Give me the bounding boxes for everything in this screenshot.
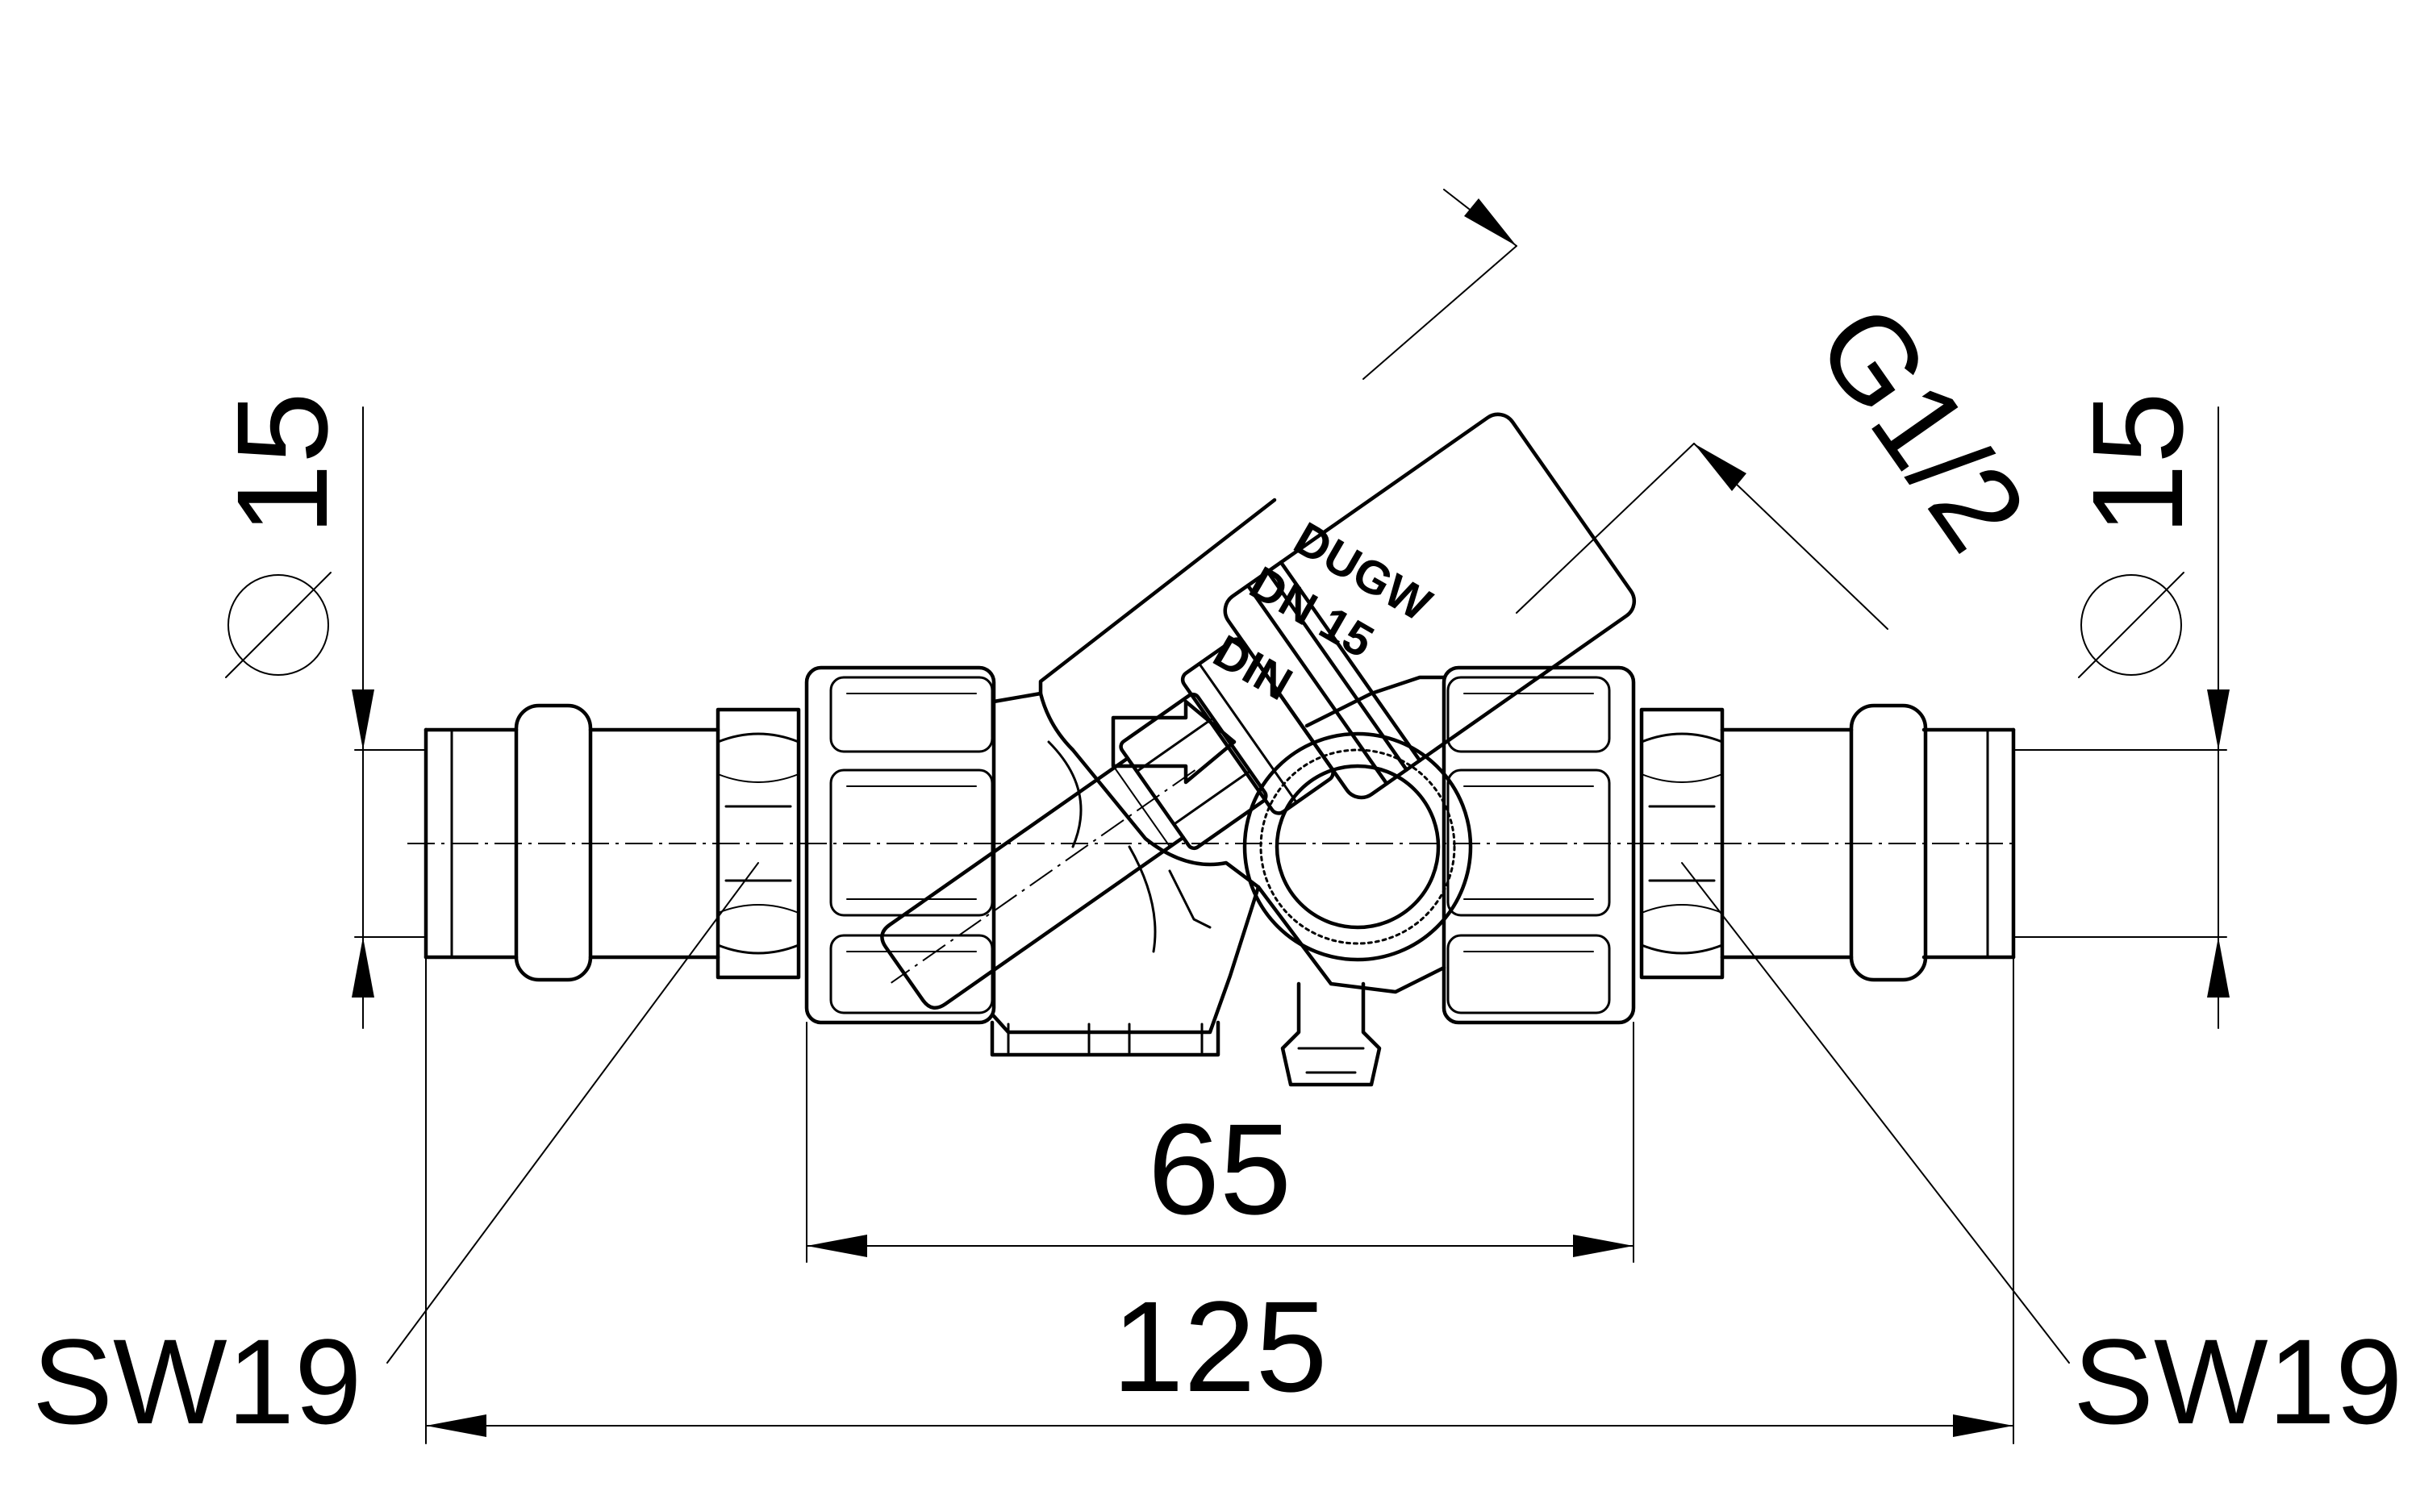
inspection-port — [1242, 731, 1473, 962]
left-diameter-label: 15 — [210, 392, 354, 535]
right-hex-nut — [1639, 707, 1725, 980]
valve-body — [990, 498, 1446, 1087]
dimension-125 — [425, 956, 2014, 1444]
thread-label: G1/2 — [1792, 281, 2053, 574]
dimension-65-label: 65 — [1148, 1097, 1291, 1241]
dimension-65 — [806, 1022, 1634, 1263]
flow-arrow — [1111, 699, 1237, 785]
left-wrench-leader — [386, 862, 759, 1364]
thread-dimension-g1-2 — [1362, 189, 1888, 630]
left-hex-nut — [716, 707, 801, 980]
right-diameter-dimension — [2013, 406, 2230, 1029]
left-press-fitting — [424, 703, 720, 982]
right-union-nut — [1442, 665, 1636, 1025]
right-wrench-label: SW19 — [2073, 1314, 2402, 1449]
left-union-nut — [804, 665, 996, 1025]
left-diameter-dimension — [225, 406, 427, 1029]
right-wrench-leader — [1681, 862, 2070, 1364]
right-diameter-label: 15 — [2065, 392, 2209, 535]
dimension-125-label: 125 — [1112, 1274, 1328, 1418]
valve-bonnet — [1180, 412, 1637, 815]
right-press-fitting — [1720, 703, 2016, 982]
branch-stem — [880, 756, 1196, 1010]
left-wrench-label: SW19 — [32, 1314, 361, 1449]
